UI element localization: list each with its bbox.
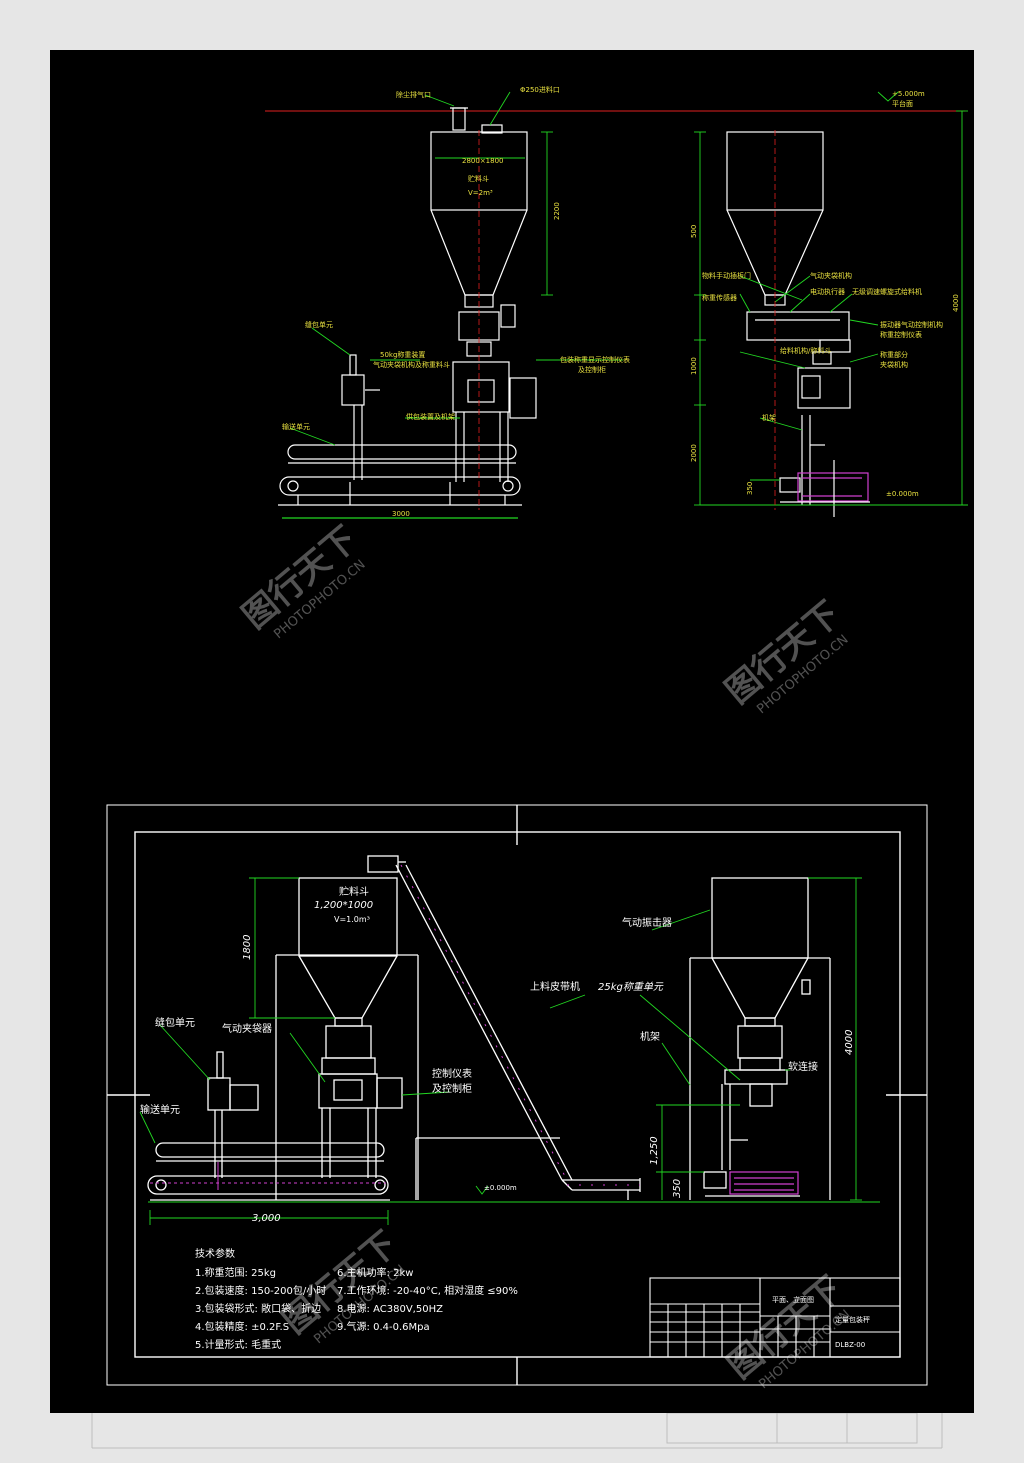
label-level-top: +5.000m	[892, 90, 925, 98]
label-bag-clamp: 50kg称重装置	[380, 350, 425, 359]
top-side-labels: +5.000m 平台面 物料手动插板门 称重传感器 气动夹袋机构 电动执行器 无…	[690, 90, 960, 498]
label-hopper-name: 贮料斗	[468, 174, 489, 183]
label-hopper-size: 2800×1800	[462, 157, 504, 165]
label-hopper-size: 1,200*1000	[314, 900, 373, 911]
tech-param-3: 3.包装袋形式: 敞口袋、折边	[195, 1302, 321, 1315]
label-side-6: 无级调速螺旋式给料机	[852, 287, 922, 296]
top-front-view	[265, 107, 965, 519]
bottom-right-magenta	[729, 1171, 799, 1195]
top-front-dimensions	[289, 91, 623, 446]
label-control-box-2: 及控制柜	[578, 365, 606, 374]
belt-conveyor	[367, 855, 641, 1200]
title-cell-2: 定量包装秤	[835, 1315, 870, 1324]
label-side-9: 称重部分	[880, 350, 908, 359]
label-pneumatic-vibrator: 气动振击器	[622, 916, 672, 929]
tech-params: 技术参数 1.称重范围: 25kg 2.包装速度: 150-200包/小时 3.…	[195, 1247, 518, 1351]
label-hopper-name: 贮料斗	[339, 885, 369, 898]
cad-drawing: 除尘排气口 Φ250进料口 2800×1800 贮料斗 V=2m³ 2200 5…	[106, 85, 968, 1392]
label-hopper-volume: V=2m³	[468, 189, 493, 197]
label-dim-1250: 1,250	[649, 1136, 660, 1165]
tech-params-title: 技术参数	[195, 1247, 235, 1260]
bottom-left-machine	[147, 877, 419, 1201]
bottom-frame	[106, 804, 928, 1386]
label-side-2: 称重传感器	[702, 293, 737, 302]
label-soft-connection: 软连接	[788, 1060, 818, 1073]
bottom-labels: 贮料斗 1,200*1000 V=1.0m³ 1800 缝包单元 气动夹袋器 输…	[140, 885, 855, 1224]
tech-param-9: 9.气源: 0.4-0.6Mpa	[337, 1320, 430, 1333]
label-side-5: 给料机构/称料斗	[780, 346, 831, 355]
label-control-instrument: 控制仪表	[432, 1067, 472, 1080]
title-cell-3: DLBZ-00	[835, 1341, 865, 1349]
tech-param-5: 5.计量形式: 毛重式	[195, 1338, 281, 1351]
label-dim-4000: 4000	[952, 294, 960, 312]
label-stitching: 缝包单元	[305, 320, 333, 329]
tech-param-4: 4.包装精度: ±0.2F.S	[195, 1320, 289, 1333]
bottom-left-magenta	[150, 1162, 386, 1190]
top-front-labels: 除尘排气口 Φ250进料口 2800×1800 贮料斗 V=2m³ 2200 5…	[282, 85, 630, 518]
label-dim-3000: 3,000	[252, 1213, 281, 1224]
label-side-1: 物料手动插板门	[702, 271, 751, 280]
title-cell-1: 平面、立面图	[772, 1295, 814, 1304]
tech-param-6: 6.主机功率: 2kw	[337, 1266, 413, 1279]
label-level-top-2: 平台面	[892, 99, 913, 108]
label-conveying-unit: 输送单元	[140, 1103, 180, 1116]
watermark-1: 图行天下 PHOTOPHOTO.CN	[235, 519, 369, 642]
watermark-2: 图行天下 PHOTOPHOTO.CN	[718, 594, 852, 717]
label-side-11: 机架	[762, 413, 776, 422]
label-hopper-volume: V=1.0m³	[334, 915, 370, 924]
tech-param-2: 2.包装速度: 150-200包/小时	[195, 1284, 326, 1297]
label-dim-1800: 1800	[242, 935, 253, 960]
belt-conveyor-rollers	[400, 864, 640, 1186]
label-feed-inlet: Φ250进料口	[520, 85, 560, 94]
label-dim-4000-bottom: 4000	[844, 1030, 855, 1055]
label-width-dim: 3000	[392, 510, 410, 518]
watermark-4: 图行天下 PHOTOPHOTO.CN	[720, 1269, 854, 1392]
label-side-4: 电动执行器	[810, 287, 845, 296]
bottom-right-machine	[689, 877, 831, 1200]
label-pneumatic-bag-clamp: 气动夹袋器	[222, 1022, 272, 1035]
label-level-floor: ±0.000m	[886, 490, 919, 498]
tech-param-8: 8.电源: AC380V,50HZ	[337, 1302, 443, 1315]
label-floor-level: ±0.000m	[484, 1184, 517, 1192]
bottom-dimensions	[139, 877, 862, 1225]
label-dim-1000: 1000	[690, 357, 698, 375]
label-dim-350-bottom: 350	[672, 1179, 683, 1198]
label-conveyor: 输送单元	[282, 422, 310, 431]
label-control-cabinet: 及控制柜	[432, 1082, 472, 1095]
drawing-sheet: 除尘排气口 Φ250进料口 2800×1800 贮料斗 V=2m³ 2200 5…	[50, 50, 974, 1413]
sheet-reflection	[91, 1413, 943, 1449]
label-side-10: 夹袋机构	[880, 360, 908, 369]
label-dim-2000: 2000	[690, 444, 698, 462]
tech-param-1: 1.称重范围: 25kg	[195, 1266, 276, 1279]
label-frame: 机架	[640, 1030, 660, 1043]
label-side-7: 振动器气动控制机构	[880, 320, 943, 329]
label-dust-outlet: 除尘排气口	[396, 90, 431, 99]
title-block	[649, 1277, 901, 1358]
label-dim-350: 350	[746, 482, 754, 495]
tech-param-7: 7.工作环境: -20-40°C, 相对湿度 ≤90%	[337, 1284, 518, 1297]
label-bag-clamp-2: 气动夹袋机构及称重料斗	[373, 360, 450, 369]
label-belt-conveyor: 上料皮带机	[530, 980, 580, 993]
label-control-box: 包装称重显示控制仪表	[560, 355, 630, 364]
label-side-8: 称重控制仪表	[880, 330, 922, 339]
label-dim-500: 500	[690, 225, 698, 238]
label-height-dim: 2200	[553, 202, 561, 220]
top-side-view	[726, 131, 870, 517]
label-weighing-unit: 25kg称重单元	[598, 981, 664, 993]
label-frame-note: 供包装置及机架	[406, 412, 455, 421]
top-side-dimensions	[694, 91, 968, 506]
label-stitching-unit: 缝包单元	[155, 1016, 195, 1029]
label-side-3: 气动夹袋机构	[810, 271, 852, 280]
title-block-text: 平面、立面图 定量包装秤 DLBZ-00	[772, 1295, 870, 1349]
